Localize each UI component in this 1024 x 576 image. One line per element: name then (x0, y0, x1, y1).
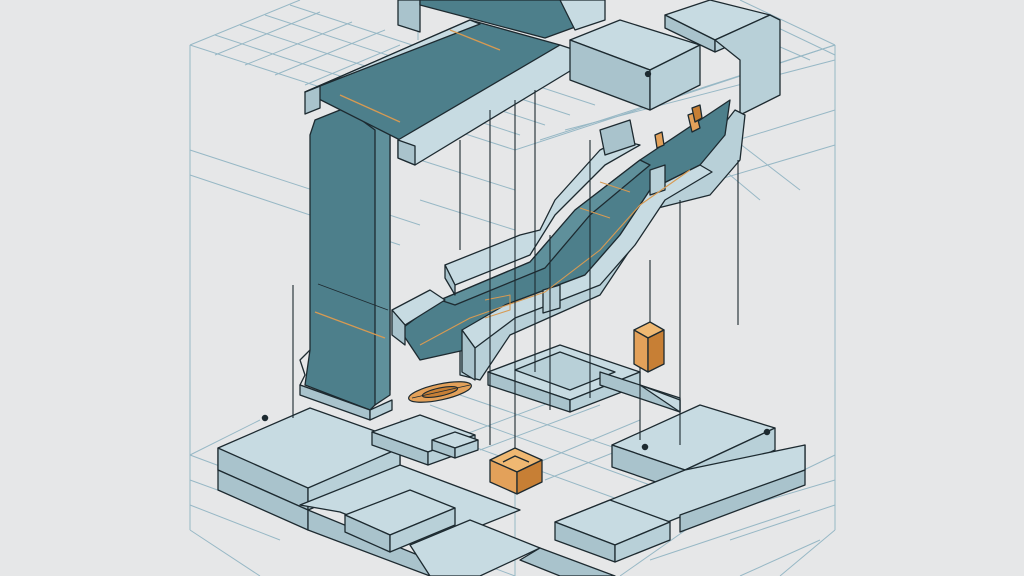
vertical-chute (299, 107, 393, 421)
suspended-box (633, 321, 665, 373)
base-platform (217, 344, 806, 576)
small-ledge-block (371, 414, 479, 466)
hanging-wires (292, 90, 739, 460)
ramp-channel (391, 99, 746, 381)
upper-beam (304, 0, 781, 166)
disc-platter (408, 381, 472, 403)
suspended-cube (489, 447, 543, 495)
